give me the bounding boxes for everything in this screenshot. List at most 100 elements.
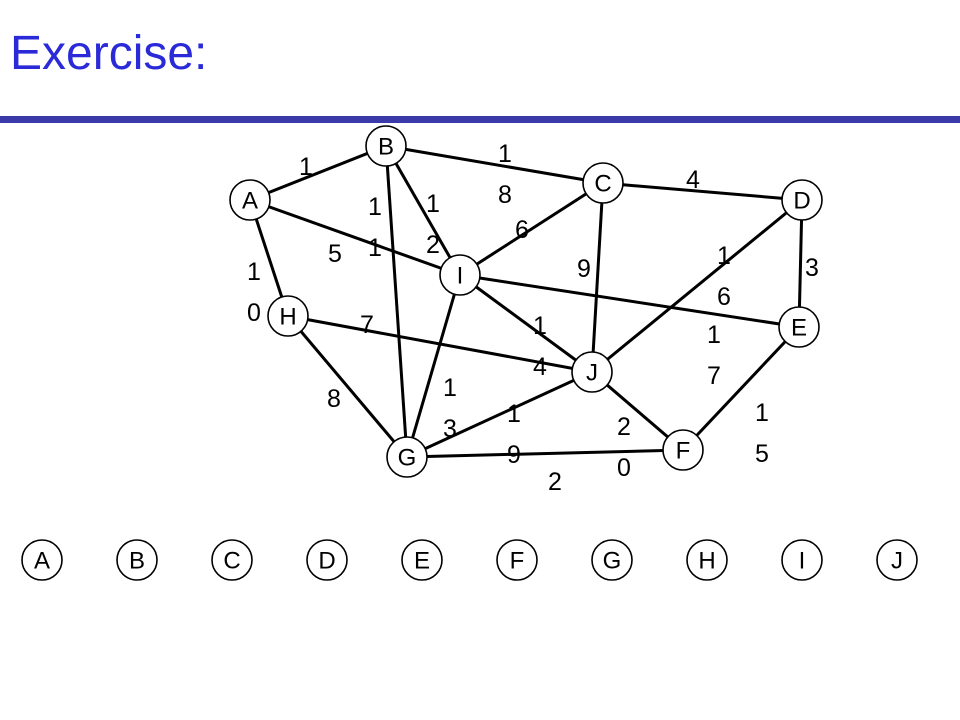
edge-a-i — [249, 198, 461, 277]
sequence-node-circle — [876, 539, 918, 581]
node-b: B — [365, 125, 407, 167]
sequence-node-c: C — [211, 539, 253, 581]
node-c: C — [582, 162, 624, 204]
edge-b-i — [384, 145, 462, 276]
node-label: E — [791, 315, 807, 342]
sequence-node-d: D — [306, 539, 348, 581]
sequence-node-label: C — [223, 548, 240, 575]
sequence-node-circle — [496, 539, 538, 581]
sequence-node-circle — [686, 539, 728, 581]
node-circle — [571, 351, 613, 393]
edge-weight-c-i: 6 — [515, 216, 529, 244]
edge-weight-a-b: 1 — [299, 153, 313, 181]
sequence-node-label: A — [34, 548, 50, 575]
sequence-node-circle — [21, 539, 63, 581]
node-label: F — [676, 438, 691, 465]
edge-g-f — [406, 448, 684, 459]
edge-b-g — [384, 145, 409, 458]
node-circle — [582, 162, 624, 204]
sequence-node-label: J — [891, 548, 903, 575]
sequence-node-circle — [211, 539, 253, 581]
node-circle — [267, 295, 309, 337]
sequence-node-f: F — [496, 539, 538, 581]
node-d: D — [781, 179, 823, 221]
node-g: G — [386, 436, 428, 478]
edge-i-j — [459, 273, 593, 374]
page-title: Exercise: — [10, 27, 208, 80]
sequence-node-circle — [116, 539, 158, 581]
node-circle — [778, 306, 820, 348]
sequence-node-circle — [781, 539, 823, 581]
sequence-node-circle — [401, 539, 443, 581]
node-label: G — [398, 445, 417, 472]
node-i: I — [439, 254, 481, 296]
node-label: A — [242, 188, 258, 215]
sequence-node-i: I — [781, 539, 823, 581]
node-sequence-row: A B C D E F G H I J — [21, 539, 918, 581]
edge-weight-a-i: 5 — [328, 240, 342, 268]
edge-i-e — [459, 273, 800, 329]
edge-weight-g-f: 2 — [548, 468, 562, 496]
node-label: B — [378, 134, 394, 161]
sequence-node-a: A — [21, 539, 63, 581]
node-label: H — [279, 304, 296, 331]
sequence-node-label: B — [129, 548, 145, 575]
edge-weight-h-j: 7 — [360, 311, 374, 339]
edge-g-j — [406, 370, 593, 459]
sequence-node-label: D — [318, 548, 335, 575]
sequence-node-label: F — [510, 548, 525, 575]
edge-weight-c-j: 9 — [577, 255, 591, 283]
edge-e-f — [681, 325, 801, 452]
edge-weight-d-e: 3 — [805, 254, 819, 282]
node-label: I — [457, 263, 464, 290]
node-a: A — [229, 179, 271, 221]
sequence-node-label: H — [698, 548, 715, 575]
sequence-node-b: B — [116, 539, 158, 581]
node-f: F — [662, 429, 704, 471]
edge-c-i — [459, 181, 604, 277]
node-h: H — [267, 295, 309, 337]
sequence-node-g: G — [591, 539, 633, 581]
edge-i-g — [405, 274, 462, 458]
edge-h-j — [287, 314, 593, 374]
node-label: J — [586, 360, 598, 387]
sequence-node-label: E — [414, 548, 430, 575]
title-divider — [0, 116, 960, 123]
sequence-node-j: J — [876, 539, 918, 581]
node-j: J — [571, 351, 613, 393]
edge-b-c — [385, 144, 604, 185]
node-e: E — [778, 306, 820, 348]
sequence-node-circle — [306, 539, 348, 581]
edge-d-e — [797, 199, 804, 328]
node-circle — [386, 436, 428, 478]
edge-weight-c-d: 4 — [686, 166, 700, 194]
sequence-node-circle — [591, 539, 633, 581]
edge-c-d — [602, 181, 803, 202]
edge-c-j — [590, 182, 605, 373]
node-circle — [439, 254, 481, 296]
edge-a-b — [249, 144, 387, 202]
sequence-node-label: I — [799, 548, 806, 575]
sequence-node-e: E — [401, 539, 443, 581]
nodes-layer: A B C D E F G H I J — [229, 125, 823, 478]
node-label: D — [793, 188, 810, 215]
sequence-node-h: H — [686, 539, 728, 581]
node-label: C — [594, 171, 611, 198]
node-circle — [781, 179, 823, 221]
edge-weight-h-g: 8 — [327, 385, 341, 413]
edge-h-g — [286, 315, 409, 458]
node-circle — [229, 179, 271, 221]
